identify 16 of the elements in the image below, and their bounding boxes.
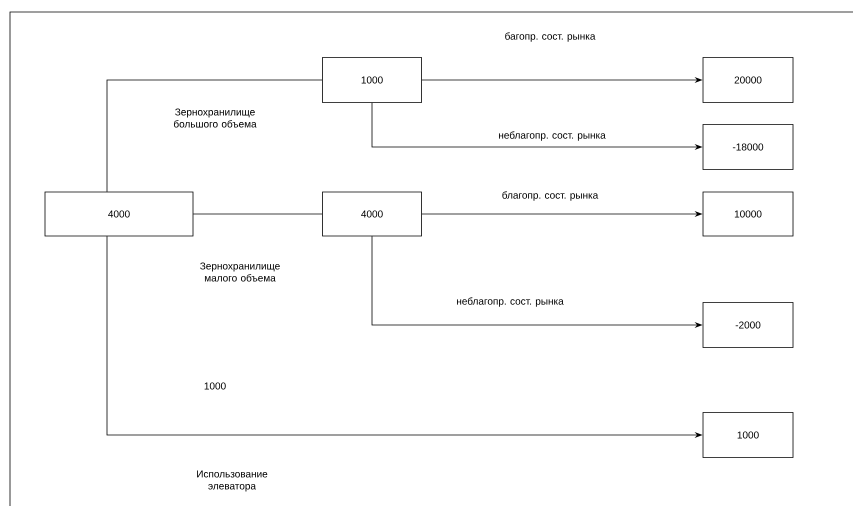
edge-label: благопр. сост. рынка bbox=[502, 191, 598, 201]
edge-label: неблагопр. сост. рынка bbox=[457, 297, 564, 307]
value-box: -18000 bbox=[702, 124, 794, 170]
edge-label: Зернохранилище малого объема bbox=[200, 262, 280, 282]
edge-label: 1000 bbox=[204, 382, 226, 390]
value-box: 1000 bbox=[322, 57, 422, 103]
edge-label: неблагопр. сост. рынка bbox=[499, 131, 606, 141]
value-box: 10000 bbox=[702, 192, 794, 236]
value-box: 1000 bbox=[702, 412, 794, 458]
edge-label: Зернохранилище большого объема bbox=[174, 108, 257, 128]
value-box: 4000 bbox=[322, 192, 422, 236]
edge-label: багопр. сост. рынка bbox=[505, 32, 596, 42]
value-box: 4000 bbox=[44, 192, 194, 236]
value-box: -2000 bbox=[702, 302, 794, 348]
value-box: 20000 bbox=[702, 57, 794, 103]
note-label: Использование элеватора bbox=[197, 470, 268, 492]
